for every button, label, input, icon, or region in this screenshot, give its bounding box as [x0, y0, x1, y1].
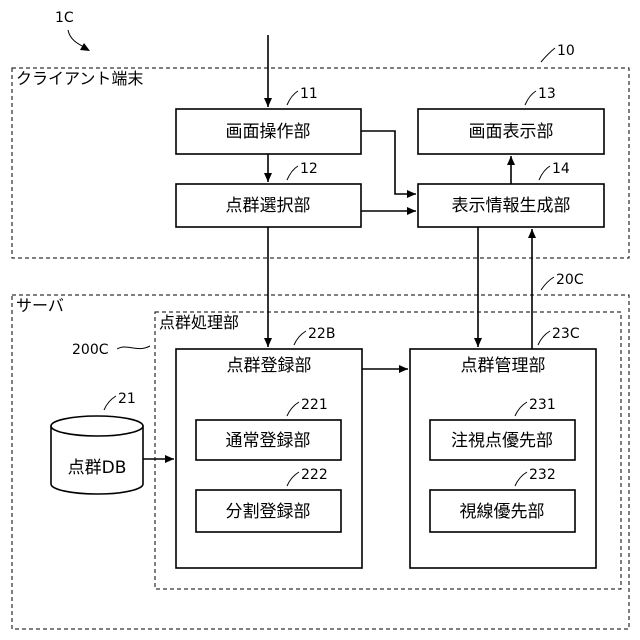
server-ref-leader — [541, 277, 554, 290]
point-db-ref-leader — [104, 396, 116, 410]
point-select-label: 点群選択部 — [226, 196, 311, 216]
screen-display-ref: 13 — [538, 86, 556, 102]
screen-operation-to-display-info-arrow — [361, 131, 416, 194]
screen-display-label: 画面表示部 — [469, 122, 554, 142]
screen-display-ref-leader — [525, 91, 536, 105]
server-label: サーバ — [16, 296, 64, 315]
point-db-cylinder — [51, 416, 143, 494]
sight-priority-ref: 232 — [529, 467, 556, 483]
display-info-label: 表示情報生成部 — [452, 196, 571, 216]
display-info-ref: 14 — [552, 161, 570, 177]
normal-register-label: 通常登録部 — [226, 431, 311, 451]
processing-ref-leader — [117, 346, 150, 349]
gaze-priority-label: 注視点優先部 — [451, 431, 553, 451]
gaze-priority-ref: 231 — [529, 397, 556, 413]
display-info-ref-leader — [539, 166, 550, 180]
register-ref-leader — [294, 331, 306, 345]
point-select-ref-leader — [287, 166, 298, 180]
figure-ref: 1C — [55, 10, 74, 26]
register-label: 点群登録部 — [227, 356, 312, 376]
client-terminal-label: クライアント端末 — [16, 69, 143, 88]
figure-ref-arrowhead — [80, 43, 90, 51]
manage-ref: 23C — [552, 326, 580, 342]
server-ref: 20C — [556, 272, 584, 288]
point-db-label: 点群DB — [68, 458, 127, 478]
point-db-ref: 21 — [118, 391, 136, 407]
manage-label: 点群管理部 — [461, 356, 546, 376]
register-ref: 22B — [308, 326, 335, 342]
point-select-ref: 12 — [300, 161, 318, 177]
processing-ref: 200C — [72, 342, 109, 358]
client-ref-leader — [541, 48, 555, 62]
split-register-ref: 222 — [301, 467, 328, 483]
client-terminal-group — [12, 68, 629, 258]
screen-operation-ref: 11 — [300, 86, 318, 102]
screen-operation-ref-leader — [287, 91, 298, 105]
sight-priority-label: 視線優先部 — [460, 502, 545, 522]
client-ref: 10 — [557, 43, 575, 59]
manage-ref-leader — [538, 331, 550, 345]
processing-label: 点群処理部 — [159, 313, 239, 332]
screen-operation-label: 画面操作部 — [226, 122, 311, 142]
normal-register-ref: 221 — [301, 397, 328, 413]
split-register-label: 分割登録部 — [226, 502, 311, 522]
